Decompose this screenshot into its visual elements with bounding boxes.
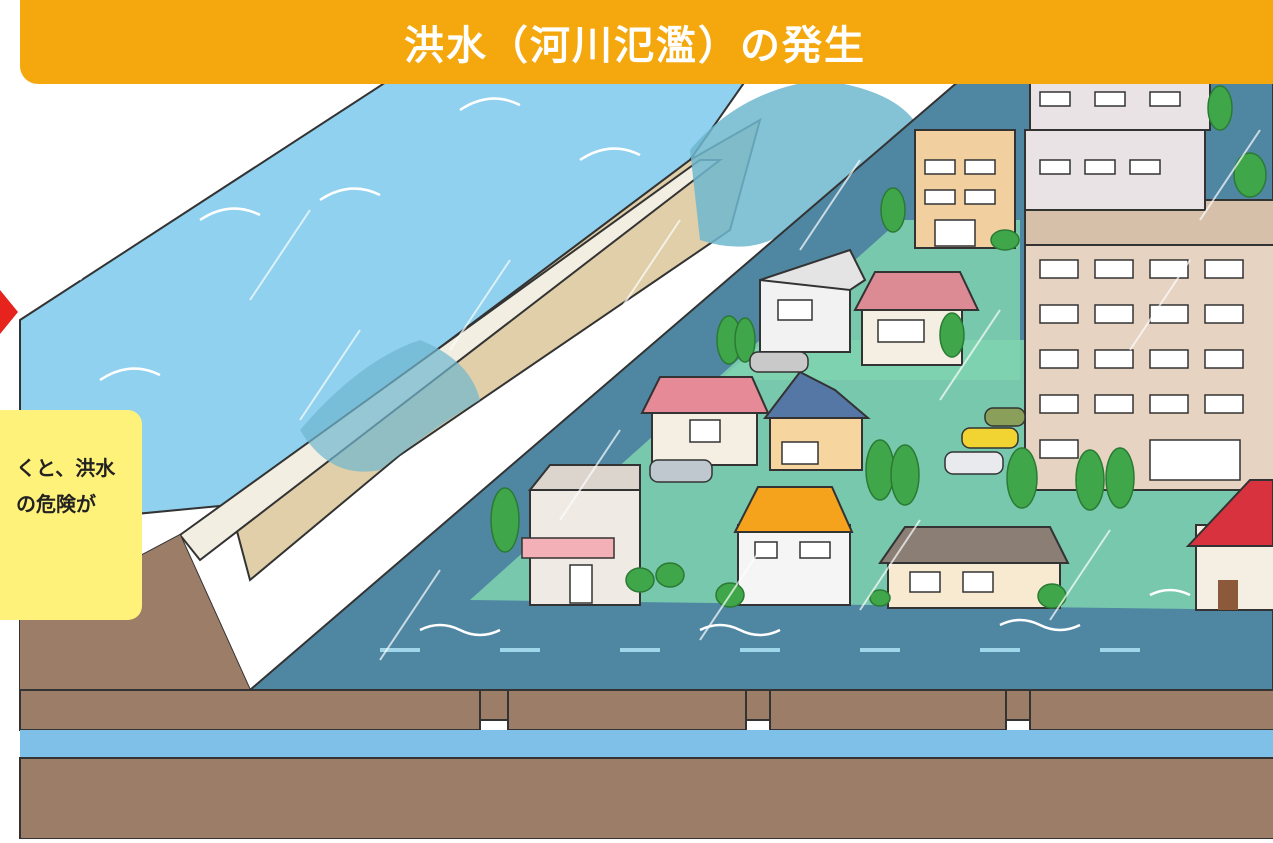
house-tall-white — [521, 464, 641, 606]
underground-block-2 — [507, 689, 747, 731]
overflow-water — [690, 80, 920, 247]
house-orange-roof — [733, 486, 854, 606]
underground-drain — [20, 730, 1273, 758]
underground-block-1 — [19, 689, 481, 731]
red-arrow-marker — [0, 290, 18, 334]
ground-bottom — [19, 757, 1273, 840]
overflow-water-lower — [300, 340, 480, 472]
title-banner: 洪水（河川氾濫）の発生 — [20, 0, 1273, 84]
explanation-callout: くと、洪水 の危険が — [0, 410, 142, 620]
house-red-roof-right — [1185, 479, 1273, 611]
trees — [490, 85, 1267, 609]
apartment-building-small — [914, 129, 1016, 249]
house-white-modern — [759, 248, 867, 353]
underground-block-4 — [1029, 689, 1273, 731]
house-blue-roof — [762, 370, 871, 471]
underground-block-3 — [769, 689, 1007, 731]
apartment-building-top — [1024, 81, 1211, 211]
house-pink-roof-lower — [640, 376, 770, 466]
house-grey-roof-row — [878, 526, 1070, 609]
cars — [649, 351, 1026, 483]
apartment-building-large — [1024, 199, 1273, 491]
page-title: 洪水（河川氾濫）の発生 — [404, 23, 866, 69]
callout-line-2: の危険が — [16, 492, 96, 516]
callout-line-1: くと、洪水 — [16, 456, 116, 480]
water-ripples — [99, 97, 1191, 637]
